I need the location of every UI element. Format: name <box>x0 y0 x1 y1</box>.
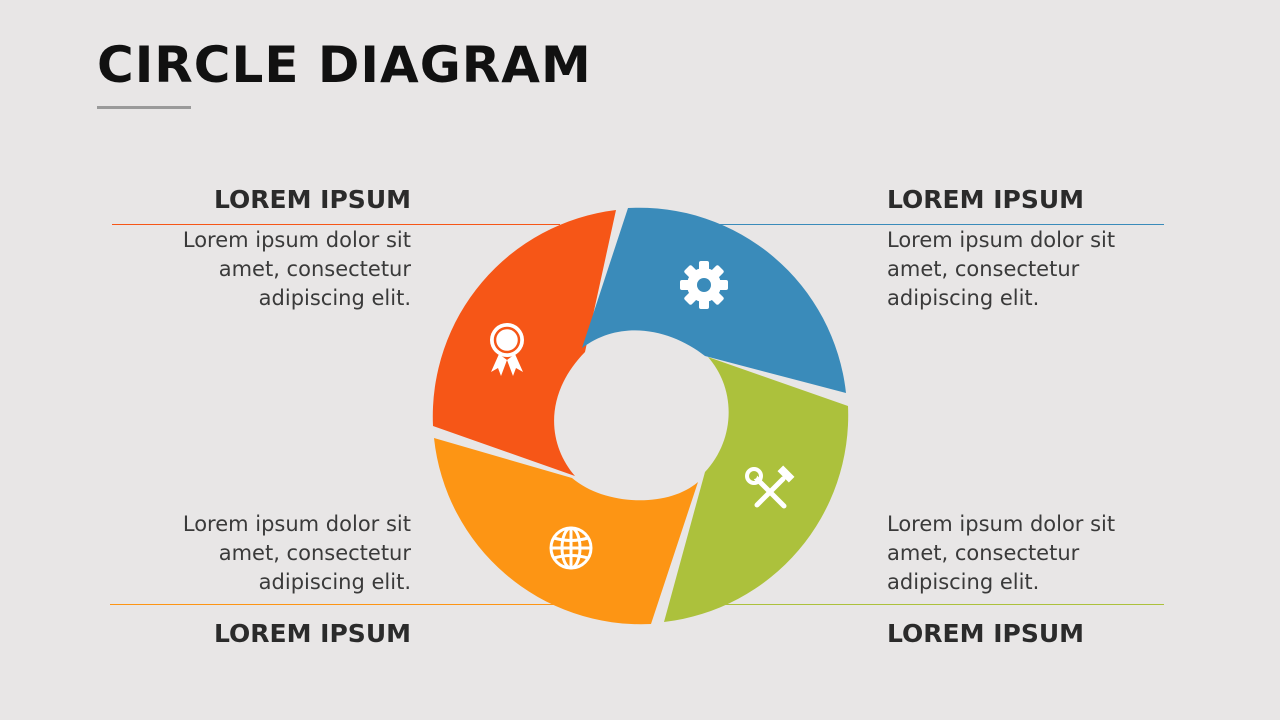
body-line: adipiscing elit. <box>887 286 1040 310</box>
heading-top-right: LOREM IPSUM <box>887 185 1085 214</box>
top-left-rule <box>112 224 560 225</box>
award-ribbon-icon <box>490 323 524 376</box>
top-right-rule <box>720 224 1164 225</box>
body-line: Lorem ipsum dolor sit <box>182 228 411 252</box>
text-block-bottom-right: Lorem ipsum dolor sit amet, consectetur … <box>887 510 1207 648</box>
heading-bottom-right: LOREM IPSUM <box>887 619 1085 648</box>
segment-red <box>432 210 616 476</box>
segment-green <box>664 357 849 622</box>
text-block-bottom-left: Lorem ipsum dolor sit amet, consectetur … <box>91 510 411 648</box>
text-block-top-right: LOREM IPSUM Lorem ipsum dolor sit amet, … <box>887 185 1207 313</box>
body-line: adipiscing elit. <box>258 570 411 594</box>
body-line: Lorem ipsum dolor sit <box>887 512 1116 536</box>
body-line: adipiscing elit. <box>887 570 1040 594</box>
body-line: adipiscing elit. <box>258 286 411 310</box>
globe-icon <box>549 526 593 570</box>
body-line: amet, consectetur <box>218 257 411 281</box>
bottom-right-rule <box>720 604 1164 605</box>
bottom-left-rule <box>110 604 558 605</box>
text-block-top-left: LOREM IPSUM Lorem ipsum dolor sit amet, … <box>91 185 411 313</box>
wrench-hammer-icon <box>745 465 795 509</box>
heading-bottom-left: LOREM IPSUM <box>213 619 411 648</box>
body-line: amet, consectetur <box>887 257 1080 281</box>
heading-top-left: LOREM IPSUM <box>213 185 411 214</box>
body-line: Lorem ipsum dolor sit <box>887 228 1116 252</box>
body-line: amet, consectetur <box>887 541 1080 565</box>
body-line: Lorem ipsum dolor sit <box>182 512 411 536</box>
gear-icon <box>680 261 728 309</box>
title-underline <box>97 106 191 109</box>
body-line: amet, consectetur <box>218 541 411 565</box>
page-title: CIRCLE DIAGRAM <box>97 36 592 94</box>
